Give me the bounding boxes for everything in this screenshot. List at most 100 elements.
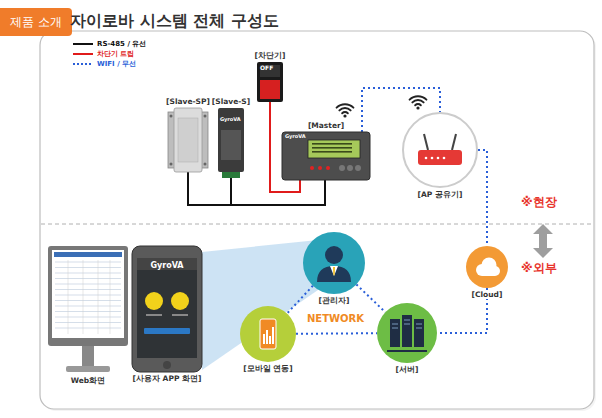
- wifi-arc: [415, 104, 421, 105]
- section-tab: 제품 소개: [0, 8, 72, 36]
- mount-hole: [204, 115, 207, 118]
- legend-line-sample: [73, 63, 93, 65]
- slave-s-body: [218, 108, 244, 172]
- table-row-line: [55, 267, 121, 268]
- table-row-line: [55, 295, 121, 296]
- lcd-line: [312, 147, 352, 149]
- person-body: [317, 266, 351, 282]
- table-row-line: [55, 262, 121, 263]
- master-device: [Master]: [282, 132, 370, 180]
- legend-row: RS-485 / 유선: [72, 39, 146, 49]
- admin-node: [관리자]: [303, 232, 365, 294]
- chart-bar: [266, 330, 268, 344]
- mobile-circle: [240, 306, 296, 362]
- status-led: [326, 166, 330, 170]
- legend-text: 차단기 트립: [97, 50, 134, 58]
- app-button: [144, 328, 190, 334]
- server-slot: [404, 324, 410, 325]
- gauge-caption: [146, 314, 162, 316]
- monitor-screen: [52, 250, 124, 338]
- slave-sp-cover: [178, 118, 198, 162]
- web-monitor-outline: [48, 246, 128, 374]
- updown-arrow: [533, 224, 553, 258]
- wifi-dot: [416, 106, 419, 109]
- table-row-line: [55, 317, 121, 318]
- router-led: [431, 157, 434, 160]
- legend-swatch: [72, 50, 94, 58]
- node-label: 제품 소개: [10, 15, 62, 29]
- person-head: [325, 246, 343, 264]
- status-led: [318, 166, 322, 170]
- device-brand: GyroVA: [220, 117, 241, 123]
- screen-projection: [202, 240, 318, 370]
- slave-sp-device-outline: [168, 108, 208, 172]
- server-slot: [416, 328, 422, 329]
- slave-sp-body: [174, 108, 202, 172]
- wifi-dot: [343, 114, 346, 117]
- node-label: [모바일 연동]: [243, 364, 292, 373]
- slave-sp-device: [Slave-SP]: [168, 108, 208, 172]
- lcd-line: [312, 151, 352, 153]
- mobile-node: [모바일 연동]: [240, 306, 296, 362]
- connector-line: [296, 332, 377, 335]
- chart-bar: [272, 327, 274, 344]
- table-col-line: [110, 260, 111, 334]
- server-tower: [390, 319, 400, 347]
- web-monitor: Web화면: [48, 246, 128, 374]
- wifi-arc: [410, 96, 427, 99]
- server-tower: [414, 319, 424, 347]
- phone-screen: [137, 258, 197, 358]
- table-row-line: [55, 278, 121, 279]
- server-tower: [402, 315, 412, 347]
- server-slot: [416, 324, 422, 325]
- server-slot: [392, 324, 398, 325]
- cloud-base: [482, 270, 495, 276]
- master-device-outline: [282, 132, 370, 180]
- table-row-line: [55, 300, 121, 301]
- monitor-neck: [82, 346, 94, 366]
- gauge-dial: [145, 292, 163, 310]
- server-circle: [377, 303, 437, 363]
- lcd-panel: [308, 140, 360, 158]
- breaker-body: [257, 62, 283, 102]
- table-row-line: [55, 322, 121, 323]
- legend-line-sample: [73, 43, 93, 45]
- home-button: [163, 361, 171, 369]
- router-led: [425, 157, 428, 160]
- server-node-outline: [377, 303, 437, 363]
- table-row-line: [55, 328, 121, 329]
- ap-circle: [403, 113, 477, 187]
- master-body: [282, 132, 370, 180]
- device-brand: GyroVA: [285, 134, 306, 140]
- outer-frame: [40, 31, 594, 409]
- wifi-arc: [339, 108, 350, 110]
- cloud-node: [Cloud]: [466, 246, 508, 288]
- gauge-dial: [171, 292, 189, 310]
- legend-swatch: [72, 40, 94, 48]
- lcd-line: [312, 143, 352, 145]
- slave-s-panel: [221, 130, 241, 160]
- push-button: [355, 165, 361, 171]
- ap-node-outline: [402, 112, 478, 188]
- legend-text: WIFI / 무선: [97, 60, 136, 68]
- wifi-icon: [337, 104, 354, 113]
- mobile-node-outline: [240, 306, 296, 362]
- person-shirt: [330, 266, 338, 276]
- wifi-icon: [410, 96, 427, 105]
- mount-hole: [170, 115, 173, 118]
- connector-line: [478, 150, 487, 246]
- page-title: 자이로바 시스템 전체 구성도: [70, 12, 279, 30]
- router-led: [443, 157, 446, 160]
- ap-node: [AP 공유기]: [402, 112, 478, 188]
- wifi-arc: [342, 112, 348, 113]
- chart-bar: [269, 336, 271, 344]
- node-label: [AP 공유기]: [418, 190, 463, 199]
- table-col-line: [83, 260, 84, 334]
- app-brand: GyroVA: [132, 261, 202, 270]
- monitor-frame: [48, 246, 128, 346]
- admin-circle: [303, 232, 365, 294]
- node-label: Web화면: [71, 376, 105, 385]
- chart-bar: [263, 334, 265, 344]
